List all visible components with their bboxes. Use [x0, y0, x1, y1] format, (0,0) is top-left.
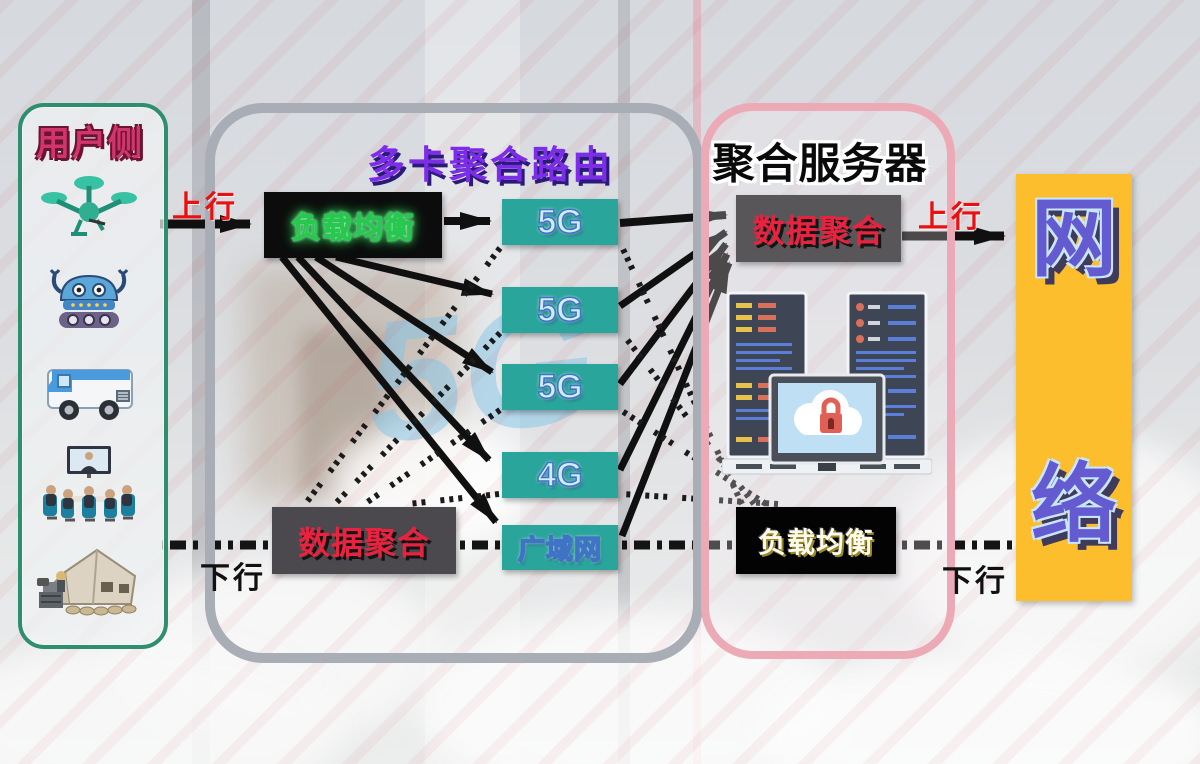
- arrow-lb-to-4g: [295, 254, 492, 463]
- network-char-top: 网: [1031, 191, 1117, 287]
- data-aggregation-label: 数据聚合: [752, 212, 885, 249]
- network-box: [1016, 174, 1132, 601]
- network-char-bottom: 络: [1031, 457, 1117, 553]
- link-label: 5G: [537, 290, 584, 330]
- uplink-label-right: 上行: [918, 201, 984, 234]
- link-box-5g-2: 5G: [502, 287, 618, 333]
- uplink-label-left: 上行: [172, 191, 238, 224]
- dashed-lb-br-to-4g: [621, 491, 779, 507]
- user-panel-title: 用户侧: [36, 125, 144, 163]
- dashed-5g1-to-dataagg-bl: [303, 246, 503, 505]
- load-balancer-box-router: 负载均衡: [264, 192, 442, 258]
- router-panel-title: 多卡聚合路由: [366, 145, 613, 187]
- downlink-label-right: 下行: [942, 565, 1008, 598]
- robot-icon: [34, 262, 144, 336]
- drone-icon: [34, 172, 144, 246]
- router-panel: [205, 103, 703, 663]
- server-rack-illustration: [722, 287, 932, 487]
- arrow-lb-to-5g-2: [335, 253, 494, 298]
- link-box-wan: 广域网: [502, 525, 618, 570]
- data-aggregation-label: 数据聚合: [297, 524, 430, 561]
- video-conference-icon: [34, 444, 144, 530]
- secure-cloud-monitor: [768, 373, 886, 471]
- link-box-5g-3: 5G: [502, 364, 618, 410]
- field-camp-icon: [34, 540, 144, 620]
- link-label: 5G: [537, 367, 584, 407]
- load-balancer-box-server: 负载均衡: [736, 507, 896, 574]
- arrow-lb-to-wan: [279, 254, 499, 525]
- load-balancer-label: 负载均衡: [290, 211, 415, 245]
- link-box-4g: 4G: [502, 452, 618, 498]
- link-label: 4G: [537, 455, 584, 495]
- dashed-4g-to-dataagg-bl: [407, 491, 500, 507]
- link-label: 5G: [537, 202, 584, 242]
- server-panel-title: 聚合服务器: [712, 140, 928, 187]
- arrow-lb-to-5g-3: [314, 254, 494, 375]
- link-box-5g-1: 5G: [502, 199, 618, 245]
- truck-icon: [34, 352, 144, 426]
- load-balancer-label: 负载均衡: [757, 526, 874, 558]
- dashed-5g2-to-dataagg-bl: [333, 330, 503, 506]
- data-aggregation-box-router: 数据聚合: [272, 507, 456, 574]
- downlink-label-left: 下行: [200, 562, 266, 595]
- link-label: 广域网: [517, 534, 602, 566]
- data-aggregation-box-server: 数据聚合: [736, 195, 901, 262]
